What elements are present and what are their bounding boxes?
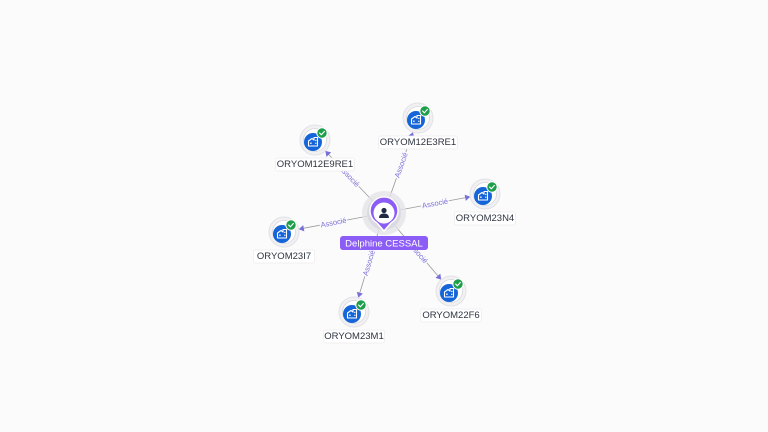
entity-node-oryom22f6[interactable]: [435, 275, 467, 307]
node-label: ORYOM22F6: [420, 308, 482, 323]
nodes-layer: ORYOM12E3RE1ORYOM12E9RE1ORYOM23N4ORYOM23…: [253, 102, 516, 344]
node-label: ORYOM12E3RE1: [378, 135, 458, 150]
check-badge-icon: [355, 299, 367, 311]
building-icon: [410, 114, 422, 125]
center-label-bg: [340, 236, 428, 250]
check-badge-icon: [316, 127, 328, 139]
center-label: Delphine CESSAL: [340, 236, 428, 250]
node-label-bg: [253, 249, 315, 264]
building-icon: [276, 228, 288, 239]
check-badge-icon: [285, 219, 297, 231]
node-label-text: ORYOM12E3RE1: [380, 137, 456, 148]
edge-label-bg: [391, 150, 410, 180]
entity-node-oryom12e3re1[interactable]: [402, 102, 434, 134]
node-label: ORYOM23I7: [253, 249, 315, 264]
edge-label-text: Associé: [393, 151, 410, 179]
node-label-text: ORYOM23M1: [324, 331, 383, 342]
node-label: ORYOM23M1: [323, 329, 385, 344]
edge-label: Associé: [420, 195, 450, 211]
edge-label-bg: [360, 248, 377, 278]
building-icon: [307, 136, 319, 147]
edge-arrow-icon: [356, 291, 363, 298]
node-label-bg: [420, 308, 482, 323]
check-badge-icon: [419, 105, 431, 117]
node-label-bg: [323, 329, 385, 344]
edge-arrow-icon: [298, 225, 305, 232]
node-label-bg: [275, 157, 355, 172]
center-label-text: Delphine CESSAL: [345, 239, 423, 250]
edge-arrow-icon: [325, 150, 332, 157]
node-label: ORYOM23N4: [454, 211, 516, 226]
entity-node-oryom23m1[interactable]: [338, 296, 370, 328]
node-label-text: ORYOM12E9RE1: [277, 159, 353, 170]
entity-node-oryom23n4[interactable]: [469, 178, 501, 210]
node-label-bg: [454, 211, 516, 226]
node-label-text: ORYOM23N4: [456, 213, 514, 224]
entity-node-oryom23i7[interactable]: [268, 216, 300, 248]
edge-label-text: Associé: [320, 216, 347, 230]
person-icon: [379, 207, 389, 218]
node-label: ORYOM12E9RE1: [275, 157, 355, 172]
edge-label: Associé: [318, 215, 349, 230]
node-label-bg: [378, 135, 458, 150]
edge-label-bg: [318, 215, 349, 230]
center-node[interactable]: Delphine CESSAL: [340, 191, 428, 250]
building-icon: [477, 190, 489, 201]
building-icon: [443, 287, 455, 298]
check-badge-icon: [452, 278, 464, 290]
edge-label-text: Associé: [421, 197, 448, 211]
edge-label-bg: [420, 195, 450, 210]
edge-label: Associé: [391, 150, 410, 180]
node-label-text: ORYOM22F6: [422, 310, 479, 321]
edge-label-text: Associé: [361, 249, 377, 277]
edge-arrow-icon: [464, 194, 471, 201]
edge-label: Associé: [360, 248, 377, 278]
building-icon: [346, 308, 358, 319]
node-label-text: ORYOM23I7: [257, 251, 311, 262]
entity-node-oryom12e9re1[interactable]: [299, 124, 331, 156]
check-badge-icon: [486, 181, 498, 193]
edge-arrow-icon: [435, 273, 442, 280]
